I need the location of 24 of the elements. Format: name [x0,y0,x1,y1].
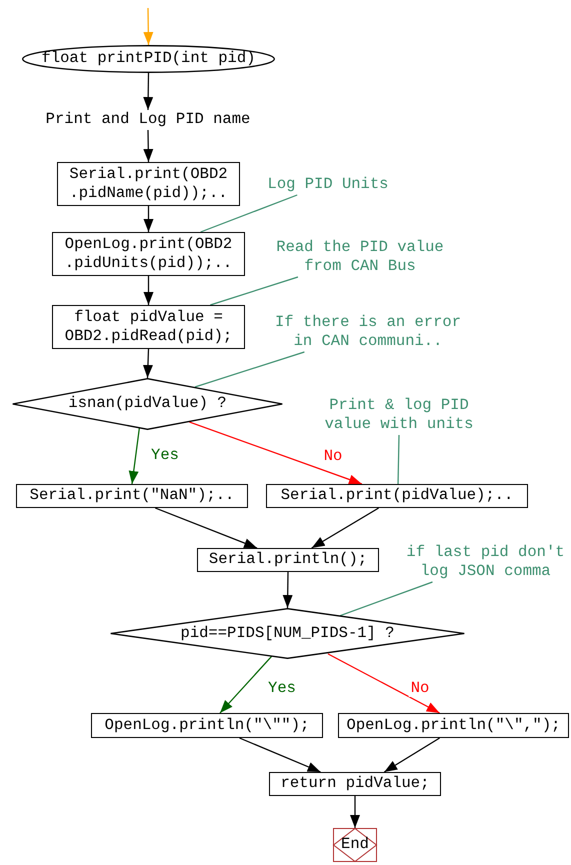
node-label: isnan(pidValue) ? [68,394,227,414]
process-box: Serial.print(pidValue);.. [266,484,528,508]
node-label: float printPID(int pid) [42,49,256,69]
edge-label: No [408,679,432,697]
process-box: return pidValue; [269,772,441,796]
comment-text: if last pid don't log JSON comma [400,542,571,582]
process-box: OpenLog.println("\""); [91,713,323,738]
comment-text: If there is an error in CAN communi.. [262,312,474,352]
decision-diamond [110,608,465,659]
node-label: pid==PIDS[NUM_PIDS-1] ? [180,624,394,644]
start-ellipse [22,45,275,73]
step-heading: Print and Log PID name [36,110,260,130]
process-box: Serial.print("NaN");.. [16,484,248,508]
comment-text: Log PID Units [258,175,398,195]
comment-text: Read the PID value from CAN Bus [266,237,454,277]
decision-diamond [12,378,283,430]
node-label: End [341,835,369,855]
end-terminator [333,828,377,862]
process-box: Serial.println(); [197,548,379,572]
process-box: float pidValue = OBD2.pidRead(pid); [52,305,245,349]
process-box: OpenLog.println("\","); [338,713,569,738]
process-box: OpenLog.print(OBD2 .pidUnits(pid));.. [52,232,245,276]
process-box: Serial.print(OBD2 .pidName(pid));.. [57,162,240,206]
comment-text: Print & log PID value with units [314,395,484,435]
